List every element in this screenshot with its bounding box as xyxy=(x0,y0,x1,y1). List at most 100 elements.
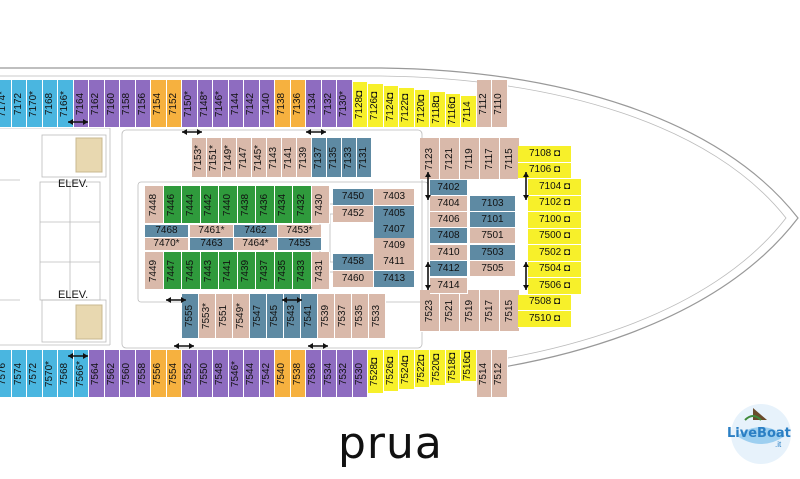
cabin-7150[interactable]: 7150* xyxy=(182,80,198,128)
cabin-7442[interactable]: 7442 xyxy=(200,186,219,224)
cabin-7135[interactable]: 7135 xyxy=(327,138,342,178)
cabin-7550[interactable]: 7550 xyxy=(197,350,213,398)
cabin-7501[interactable]: 7501 xyxy=(470,228,516,244)
cabin-7523[interactable]: 7523 xyxy=(420,290,440,332)
cabin-7462[interactable]: 7462 xyxy=(234,225,278,238)
cabin-7440[interactable]: 7440 xyxy=(219,186,238,224)
cabin-7549[interactable]: 7549* xyxy=(233,294,250,339)
cabin-7464[interactable]: 7464* xyxy=(234,238,278,251)
cabin-7450[interactable]: 7450 xyxy=(333,189,374,206)
cabin-7547[interactable]: 7547 xyxy=(250,294,267,339)
cabin-7445[interactable]: 7445 xyxy=(182,252,201,290)
cabin-7124[interactable]: 7124◘ xyxy=(383,86,399,128)
cabin-7446[interactable]: 7446 xyxy=(163,186,182,224)
cabin-7551[interactable]: 7551 xyxy=(216,294,233,339)
cabin-7112[interactable]: 7112 xyxy=(476,80,492,128)
cabin-7528[interactable]: 7528◘ xyxy=(368,350,384,394)
cabin-7168[interactable]: 7168 xyxy=(42,80,58,128)
cabin-7170[interactable]: 7170* xyxy=(27,80,43,128)
cabin-7153[interactable]: 7153* xyxy=(192,138,207,178)
cabin-7568[interactable]: 7568 xyxy=(58,350,74,398)
cabin-7434[interactable]: 7434 xyxy=(274,186,293,224)
cabin-7548[interactable]: 7548 xyxy=(213,350,229,398)
cabin-7164[interactable]: 7164 xyxy=(73,80,89,128)
cabin-7128[interactable]: 7128◘ xyxy=(352,82,368,128)
cabin-7508[interactable]: 7508 ◘ xyxy=(518,294,572,311)
cabin-7461[interactable]: 7461* xyxy=(190,225,234,238)
cabin-7468[interactable]: 7468 xyxy=(145,225,189,238)
cabin-7447[interactable]: 7447 xyxy=(163,252,182,290)
cabin-7138[interactable]: 7138 xyxy=(275,80,291,128)
cabin-7174[interactable]: 7174* xyxy=(0,80,12,128)
cabin-7555[interactable]: 7555 xyxy=(182,294,199,339)
cabin-7412[interactable]: 7412 xyxy=(430,261,468,277)
cabin-7145[interactable]: 7145* xyxy=(252,138,267,178)
cabin-7431[interactable]: 7431 xyxy=(311,252,330,290)
cabin-7414[interactable]: 7414 xyxy=(430,278,468,294)
cabin-7460[interactable]: 7460 xyxy=(333,271,374,288)
cabin-7443[interactable]: 7443 xyxy=(200,252,219,290)
cabin-7574[interactable]: 7574 xyxy=(11,350,27,398)
cabin-7166[interactable]: 7166* xyxy=(58,80,74,128)
cabin-7158[interactable]: 7158 xyxy=(120,80,136,128)
cabin-7156[interactable]: 7156 xyxy=(135,80,151,128)
cabin-7137[interactable]: 7137 xyxy=(312,138,327,178)
cabin-7564[interactable]: 7564 xyxy=(89,350,105,398)
cabin-7140[interactable]: 7140 xyxy=(259,80,275,128)
cabin-7148[interactable]: 7148* xyxy=(197,80,213,128)
cabin-7540[interactable]: 7540 xyxy=(275,350,291,398)
cabin-7130[interactable]: 7130* xyxy=(337,80,353,128)
cabin-7162[interactable]: 7162 xyxy=(89,80,105,128)
cabin-7542[interactable]: 7542 xyxy=(259,350,275,398)
cabin-7101[interactable]: 7101 xyxy=(470,212,516,228)
cabin-7126[interactable]: 7126◘ xyxy=(368,84,384,128)
cabin-7463[interactable]: 7463 xyxy=(190,238,234,251)
cabin-7147[interactable]: 7147 xyxy=(237,138,252,178)
cabin-7100[interactable]: 7100 ◘ xyxy=(528,212,582,229)
cabin-7566[interactable]: 7566* xyxy=(73,350,89,398)
cabin-7518[interactable]: 7518◘ xyxy=(445,350,461,384)
cabin-7455[interactable]: 7455 xyxy=(278,238,322,251)
cabin-7533[interactable]: 7533 xyxy=(369,294,386,339)
cabin-7106[interactable]: 7106 ◘ xyxy=(518,162,572,179)
cabin-7152[interactable]: 7152 xyxy=(166,80,182,128)
cabin-7411[interactable]: 7411 xyxy=(374,254,415,271)
cabin-7572[interactable]: 7572 xyxy=(27,350,43,398)
cabin-7570[interactable]: 7570* xyxy=(42,350,58,398)
cabin-7502[interactable]: 7502 ◘ xyxy=(528,245,582,262)
cabin-7102[interactable]: 7102 ◘ xyxy=(528,195,582,212)
cabin-7560[interactable]: 7560 xyxy=(120,350,136,398)
cabin-7432[interactable]: 7432 xyxy=(293,186,312,224)
cabin-7576[interactable]: 7576 xyxy=(0,350,12,398)
cabin-7448[interactable]: 7448 xyxy=(145,186,164,224)
cabin-7406[interactable]: 7406 xyxy=(430,212,468,228)
cabin-7142[interactable]: 7142 xyxy=(244,80,260,128)
cabin-7121[interactable]: 7121 xyxy=(440,138,460,180)
cabin-7441[interactable]: 7441 xyxy=(219,252,238,290)
cabin-7552[interactable]: 7552 xyxy=(182,350,198,398)
cabin-7503[interactable]: 7503 xyxy=(470,245,516,261)
cabin-7506[interactable]: 7506 ◘ xyxy=(528,278,582,295)
cabin-7512[interactable]: 7512 xyxy=(492,350,508,398)
cabin-7537[interactable]: 7537 xyxy=(335,294,352,339)
cabin-7430[interactable]: 7430 xyxy=(311,186,330,224)
cabin-7536[interactable]: 7536 xyxy=(306,350,322,398)
cabin-7514[interactable]: 7514 xyxy=(476,350,492,398)
cabin-7160[interactable]: 7160 xyxy=(104,80,120,128)
cabin-7402[interactable]: 7402 xyxy=(430,180,468,196)
cabin-7545[interactable]: 7545 xyxy=(267,294,284,339)
cabin-7449[interactable]: 7449 xyxy=(145,252,164,290)
cabin-7134[interactable]: 7134 xyxy=(306,80,322,128)
cabin-7526[interactable]: 7526◘ xyxy=(383,350,399,392)
cabin-7103[interactable]: 7103 xyxy=(470,196,516,212)
cabin-7149[interactable]: 7149* xyxy=(222,138,237,178)
cabin-7453[interactable]: 7453* xyxy=(278,225,322,238)
cabin-7519[interactable]: 7519 xyxy=(460,290,480,332)
cabin-7114[interactable]: 7114 xyxy=(461,96,477,128)
cabin-7117[interactable]: 7117 xyxy=(480,138,500,180)
cabin-7553[interactable]: 7553* xyxy=(199,294,216,339)
cabin-7522[interactable]: 7522◘ xyxy=(414,350,430,388)
cabin-7151[interactable]: 7151* xyxy=(207,138,222,178)
cabin-7413[interactable]: 7413 xyxy=(374,271,415,288)
cabin-7534[interactable]: 7534 xyxy=(321,350,337,398)
